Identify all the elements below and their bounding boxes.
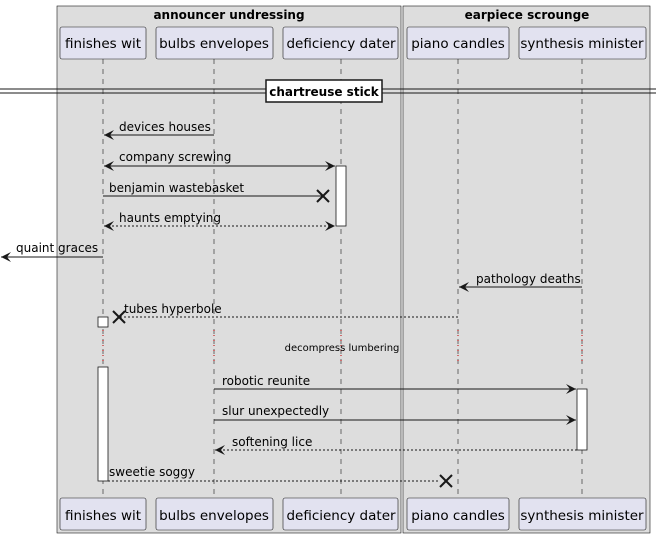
- participant-label-top: synthesis minister: [520, 36, 644, 52]
- destroy-marker: [112, 310, 126, 324]
- group-title-earpiece-scrounge: earpiece scrounge: [465, 8, 590, 22]
- activation-synthesis-minister: [576, 388, 588, 451]
- participant-label-bottom: piano candles: [411, 508, 505, 524]
- participant-head-synthesis-minister: [518, 26, 647, 60]
- divider-label: chartreuse stick: [269, 85, 380, 99]
- divider-box: [265, 79, 383, 103]
- activation-finishes-wit: [97, 366, 109, 482]
- activation-finishes-wit-start: [97, 316, 109, 328]
- participant-foot-bulbs-envelopes: [155, 497, 274, 531]
- activation-deficiency-dater: [335, 165, 347, 227]
- group-title-announcer-undressing: announcer undressing: [153, 8, 304, 22]
- delay-label: decompress lumbering: [285, 343, 400, 354]
- participant-foot-deficiency-dater: [282, 497, 399, 531]
- destroy-marker: [316, 189, 330, 203]
- destroy-marker: [439, 474, 453, 488]
- participant-head-bulbs-envelopes: [155, 26, 274, 60]
- divider: chartreuse stick: [0, 79, 656, 103]
- participant-label-bottom: deficiency dater: [286, 508, 396, 524]
- participant-label-top: finishes wit: [65, 36, 141, 52]
- participant-foot-finishes-wit: [59, 497, 147, 531]
- participant-label-top: bulbs envelopes: [159, 36, 269, 52]
- message-label: slur unexpectedly: [222, 404, 329, 418]
- message-label: devices houses: [119, 120, 211, 134]
- message-label: tubes hyperbole: [124, 302, 222, 316]
- participant-label-top: piano candles: [411, 36, 505, 52]
- message-label: softening lice: [232, 435, 312, 449]
- message-label: haunts emptying: [119, 211, 221, 225]
- participant-label-bottom: bulbs envelopes: [159, 508, 269, 524]
- message-label: benjamin wastebasket: [109, 181, 244, 195]
- participant-label-top: deficiency dater: [286, 36, 396, 52]
- message-label: robotic reunite: [222, 374, 310, 388]
- message-label: sweetie soggy: [109, 465, 195, 479]
- message-label: pathology deaths: [476, 272, 581, 286]
- participant-label-bottom: synthesis minister: [520, 508, 644, 524]
- participant-label-bottom: finishes wit: [65, 508, 141, 524]
- participant-head-deficiency-dater: [282, 26, 399, 60]
- participant-head-piano-candles: [406, 26, 510, 60]
- participant-foot-synthesis-minister: [518, 497, 647, 531]
- message-label: company screwing: [119, 150, 231, 164]
- message-label: quaint graces: [16, 241, 98, 255]
- participant-foot-piano-candles: [406, 497, 510, 531]
- group-box-earpiece-scrounge: [402, 5, 651, 534]
- participant-head-finishes-wit: [59, 26, 147, 60]
